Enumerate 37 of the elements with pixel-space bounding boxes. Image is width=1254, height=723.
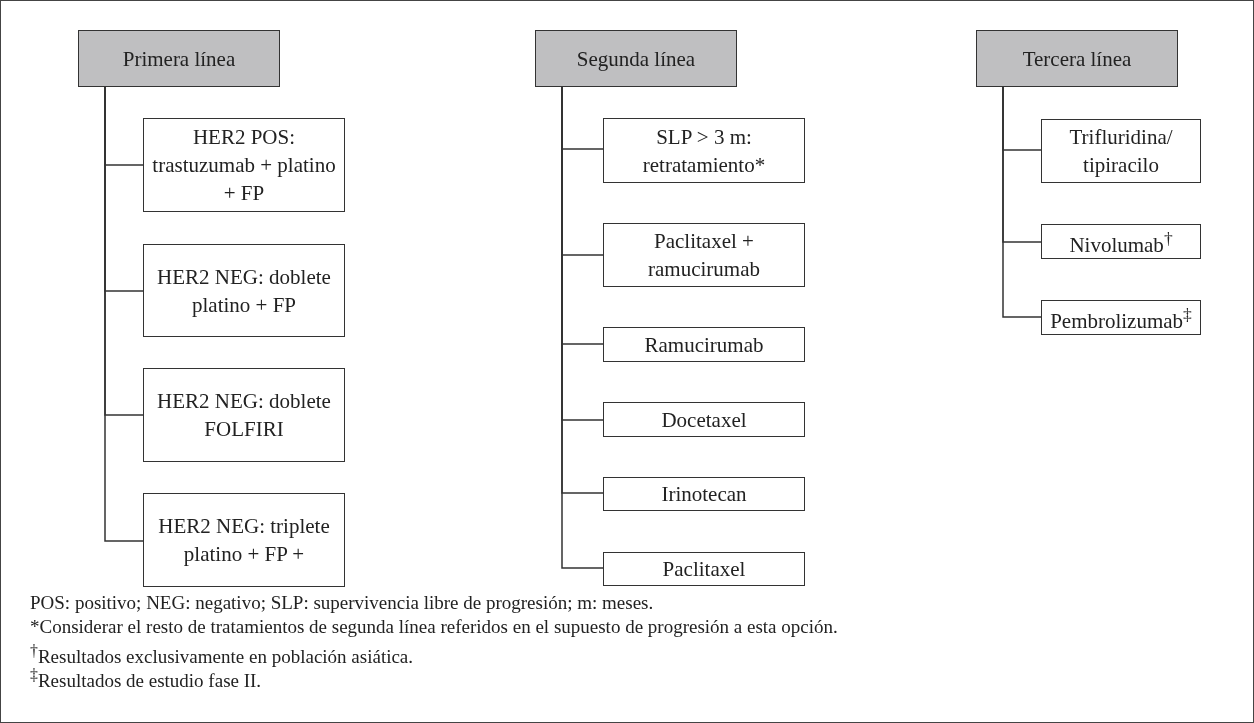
treatment-box <box>1041 119 1201 183</box>
footnote: $^{‡}$Resultados de estudio fase II. <box>30 665 262 694</box>
header-box <box>976 30 1178 87</box>
box-text: HER2 POS: trastuzumab + platino + FP <box>151 124 337 207</box>
treatment-box <box>603 223 805 287</box>
treatment-box <box>603 552 805 586</box>
box-text: Nivolumab$^{†}$ <box>1069 227 1173 259</box>
treatment-box <box>1041 300 1201 335</box>
box-text: HER2 NEG: triplete platino + FP + <box>157 513 331 568</box>
treatment-box <box>1041 224 1201 259</box>
header-box <box>535 30 737 87</box>
connector-line <box>1002 86 1042 318</box>
box-text: HER2 NEG: doblete FOLFIRI <box>156 388 332 443</box>
treatment-box <box>143 244 345 337</box>
footnote: $^{†}$Resultados exclusivamente en población asiática. <box>30 641 414 668</box>
treatment-box <box>603 477 805 511</box>
box-text: HER2 NEG: doblete platino + FP <box>156 263 332 319</box>
footnote: *Considerar el resto de tratamientos de segunda línea referidos en el supuesto de progresión a esta opción. <box>30 615 838 639</box>
treatment-box <box>603 327 805 362</box>
footnote: POS: positivo; NEG: negativo; SLP: supervivencia libre de progresión; m: meses. <box>30 591 654 615</box>
box-text: Ramucirumab <box>644 331 764 359</box>
box-text: Segunda línea <box>576 45 696 73</box>
treatment-box <box>143 493 345 587</box>
treatment-box <box>603 402 805 437</box>
box-text: SLP > 3 m: retratamiento* <box>641 123 767 179</box>
header-box <box>78 30 280 87</box>
box-text: Docetaxel <box>661 406 747 434</box>
treatment-box <box>143 368 345 462</box>
box-text: Tercera línea <box>1022 45 1132 73</box>
box-text: Pembrolizumab$^{‡}$ <box>1050 303 1192 335</box>
box-text: Paclitaxel <box>662 556 746 583</box>
treatment-box <box>143 118 345 212</box>
treatment-box <box>603 118 805 183</box>
box-text: Primera línea <box>122 45 236 73</box>
box-text: Paclitaxel + ramucirumab <box>647 228 761 283</box>
box-text: Irinotecan <box>661 481 747 508</box>
box-text: Trifluridina/ tipiracilo <box>1068 124 1174 179</box>
